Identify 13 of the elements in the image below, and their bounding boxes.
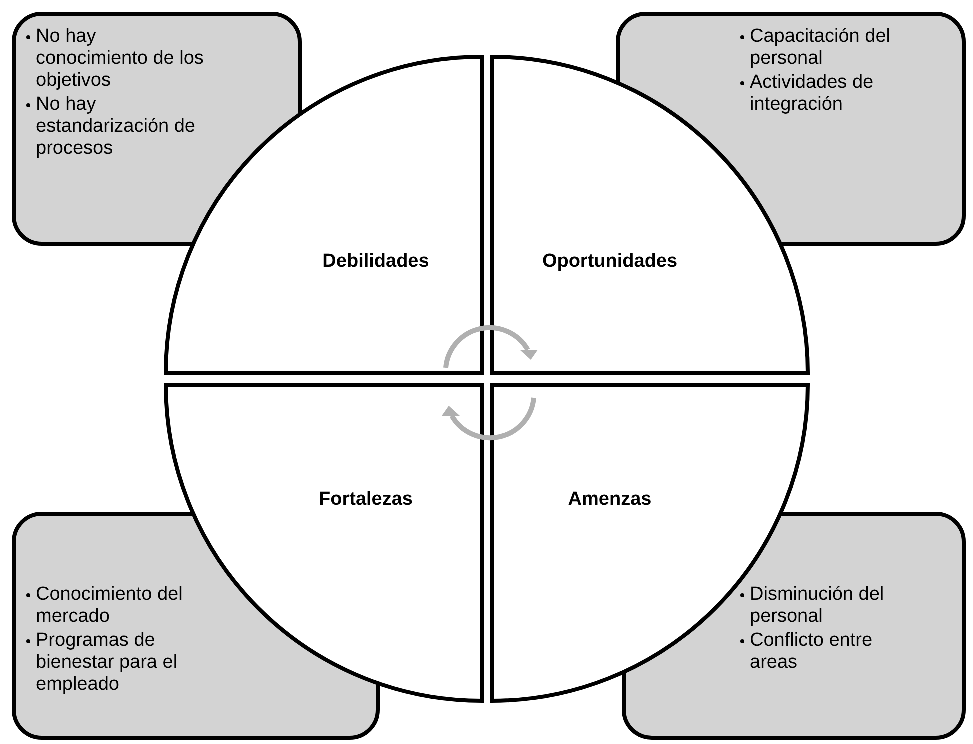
quadrant-title: Oportunidades <box>542 251 678 273</box>
bullet-text: Programas de bienestar para el empleado <box>36 630 179 696</box>
bullet-text: Conflicto entre areas <box>750 630 874 674</box>
bullet-text: Disminución del personal <box>750 584 886 628</box>
quadrant-title: Debilidades <box>322 251 430 273</box>
quadrant-title: Fortalezas <box>319 489 413 511</box>
bullet-text: Conocimiento del mercado <box>36 584 184 628</box>
quadrant-title: Amenzas <box>568 489 652 511</box>
bullet-text: No hay estandarización de procesos <box>36 94 196 160</box>
cycle-arrow <box>442 398 536 441</box>
bullet-text: No hay conocimiento de los objetivos <box>36 26 205 92</box>
bullet-text: Capacitación del personal <box>750 26 892 70</box>
bullet-text: Actividades de integración <box>750 72 875 116</box>
